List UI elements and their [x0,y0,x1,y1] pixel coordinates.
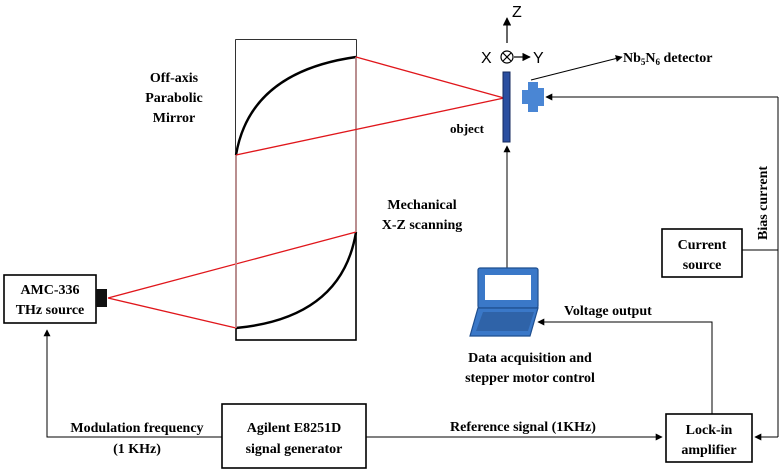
lockin-label-line1: Lock-in [686,423,733,438]
reference-signal-label: Reference signal (1KHz) [450,420,596,435]
mirror-label-line3: Mirror [153,111,196,126]
current-source-box [661,228,743,278]
laptop-icon [469,267,539,337]
daq-label-line2: stepper motor control [465,371,595,386]
daq-label-line1: Data acquisition and [468,351,592,366]
parabolic-mirror-assembly [234,39,358,341]
generator-label-line2: signal generator [246,442,343,457]
voltage-output-label: Voltage output [564,304,652,319]
current-source-label-line1: Current [678,238,727,253]
beam-focus-bottom [235,97,505,156]
detector-icon [522,82,544,112]
mirror-label-line2: Parabolic [145,91,203,106]
signal-generator-box [221,403,367,469]
sample-object-icon [502,71,511,143]
modulation-wire [43,329,222,438]
scanning-label-line2: X-Z scanning [382,218,463,233]
lockin-amplifier-box [665,413,753,463]
object-label: object [450,121,485,136]
lower-mirror-surface [235,231,358,330]
generator-label-line1: Agilent E8251D [247,421,342,436]
thz-source-label-line1: AMC-336 [20,283,79,298]
modulation-label-line1: Modulation frequency [70,421,203,436]
detector-label: Nb5N6 detector [623,51,713,67]
beam-focus-top [355,56,505,99]
modulation-label-line2: (1 KHz) [113,442,161,457]
current-source-label-line2: source [683,258,722,273]
axis-indicator: Z X Y [481,4,544,67]
x-axis-label: X [481,50,492,67]
thz-source: AMC-336 THz source [3,274,107,324]
beam-source-to-lower-mirror-top [107,231,357,299]
lockin-label-line2: amplifier [681,443,736,458]
thz-source-icon [96,289,107,307]
upper-mirror-surface [234,55,357,156]
beam-source-to-lower-mirror-bottom [107,297,237,329]
y-axis-label: Y [533,50,544,67]
thz-source-label-line2: THz source [16,303,85,318]
mirror-label-line1: Off-axis [150,71,199,86]
z-axis-label: Z [512,4,522,21]
bias-current-label: Bias current [756,166,771,240]
thz-source-box [3,274,97,324]
thz-beam [107,56,505,329]
voltage-output-wire [537,318,713,414]
scanning-label-line1: Mechanical [387,198,456,213]
detector-pointer-arrow [530,55,623,81]
